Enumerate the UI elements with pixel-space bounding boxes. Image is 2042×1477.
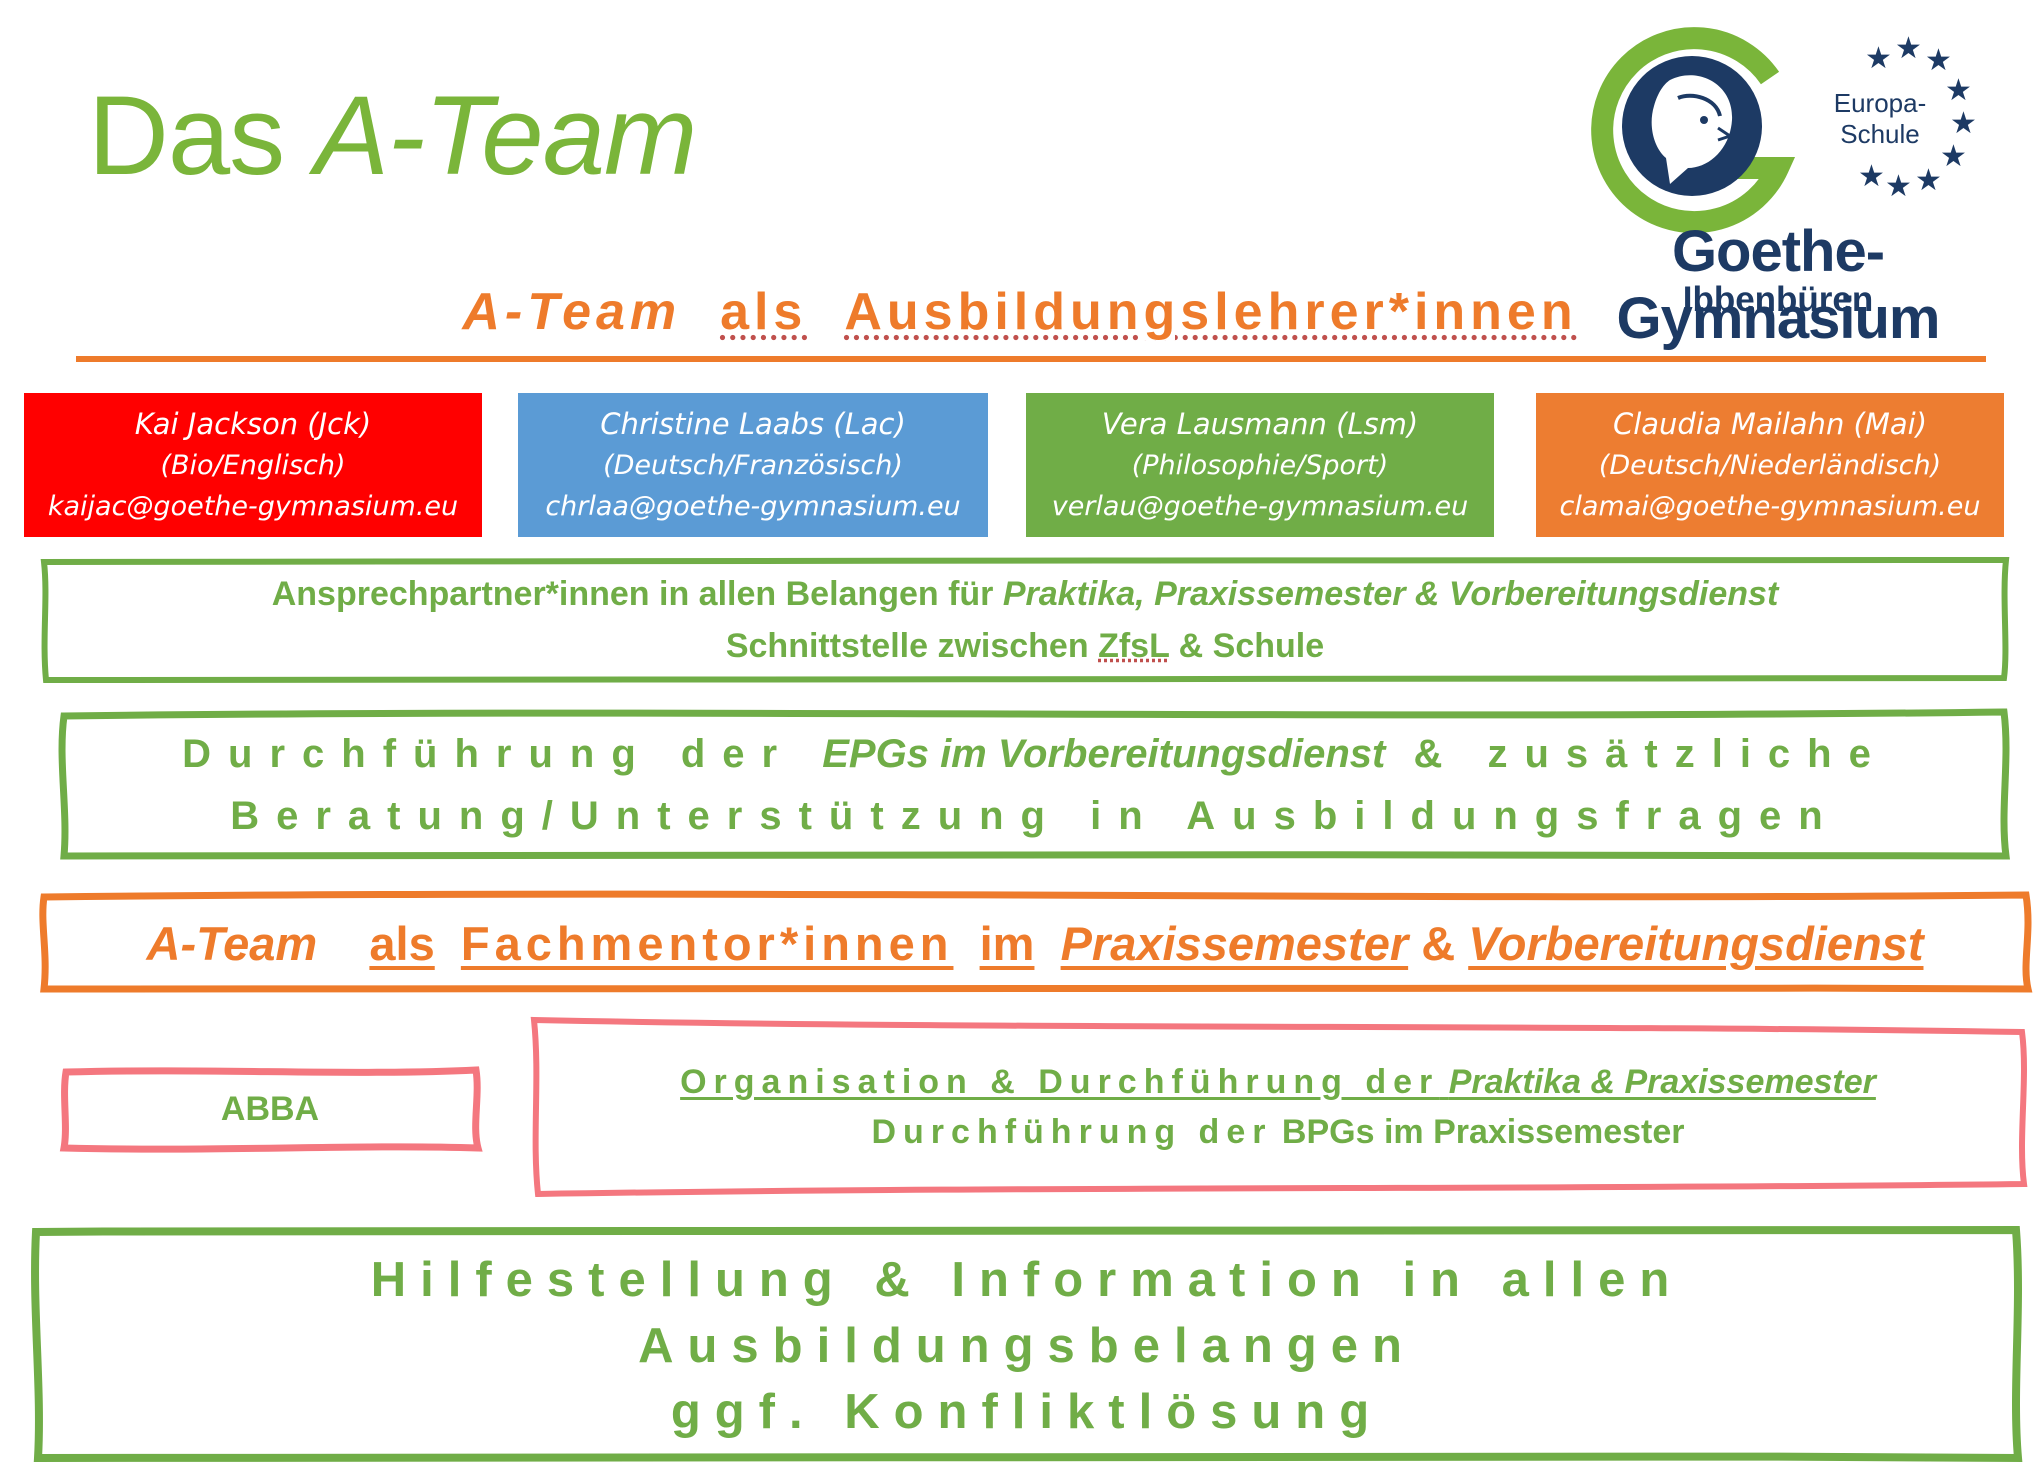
school-town: Ibbenbüren <box>1682 280 1874 319</box>
member-name: Vera Lausmann (Lsm) <box>1101 406 1419 441</box>
box3-praxissemester: Praxissemester <box>1060 916 1409 970</box>
svg-text:★: ★ <box>1950 106 1977 141</box>
member-card-mailahn: Claudia Mailahn (Mai) (Deutsch/Niederlän… <box>1536 393 2004 537</box>
box-organisation: Organisation & Durchführung der Praktika… <box>528 1016 2028 1198</box>
member-email[interactable]: verlau@goethe-gymnasium.eu <box>1051 490 1469 522</box>
svg-text:★: ★ <box>1885 169 1912 204</box>
box3-vorbereitungsdienst: Vorbereitungsdienst <box>1468 916 1924 970</box>
section-heading-ausbildungslehrer: A-Team als Ausbildungslehrer*innen <box>60 282 1980 342</box>
box1-line1-italic: Praktika, Praxissemester & Vorbereitungs… <box>1002 575 1779 613</box>
section1-als: als <box>720 283 808 341</box>
box5-line2-spaced: Durchführung der <box>871 1113 1273 1151</box>
box3-amp: & <box>1421 916 1456 970</box>
member-card-lausmann: Vera Lausmann (Lsm) (Philosophie/Sport) … <box>1026 393 1494 537</box>
box-abba: ABBA <box>59 1066 483 1153</box>
box6-line3: ggf. Konfliktlösung <box>670 1385 1384 1439</box>
member-email[interactable]: clamai@goethe-gymnasium.eu <box>1559 490 1981 522</box>
box2-line1-a: Durchführung der <box>182 732 795 776</box>
box2-line1-italic: EPGs im Vorbereitungsdienst <box>822 732 1386 776</box>
box2-line2: Beratung/Unterstützung in Ausbildungsfra… <box>230 794 1840 838</box>
box-hilfestellung: Hilfestellung & Information in allen Aus… <box>31 1225 2023 1464</box>
abba-label: ABBA <box>220 1089 320 1128</box>
svg-text:★: ★ <box>1925 43 1952 78</box>
member-email[interactable]: kaijac@goethe-gymnasium.eu <box>47 490 459 522</box>
box1-line2-zfsl: ZfsL <box>1098 627 1170 665</box>
member-name: Kai Jackson (Jck) <box>134 406 372 441</box>
title-plain: Das <box>88 73 285 198</box>
member-card-laabs: Christine Laabs (Lac) (Deutsch/Französis… <box>518 393 988 537</box>
box1-line2-a: Schnittstelle zwischen <box>725 627 1089 665</box>
school-logo: ★★★ ★★★ ★★★ Europa- Schule <box>1520 18 2040 318</box>
page-title: Das A-Team <box>88 80 697 192</box>
box3-als: als <box>369 916 435 970</box>
box6-line1: Hilfestellung & Information in allen <box>370 1253 1684 1307</box>
eu-stars-icon: ★★★ ★★★ ★★★ <box>1858 31 1977 204</box>
school-name: Goethe-Gymnasium <box>1616 219 1941 351</box>
svg-text:★: ★ <box>1858 159 1885 194</box>
member-subjects: (Philosophie/Sport) <box>1131 449 1389 481</box>
member-subjects: (Bio/Englisch) <box>160 449 346 481</box>
box-ansprechpartner: Ansprechpartner*innen in allen Belangen … <box>40 556 2010 684</box>
member-name: Christine Laabs (Lac) <box>600 406 906 441</box>
box6-line2: Ausbildungsbelangen <box>638 1319 1416 1373</box>
member-subjects: (Deutsch/Französisch) <box>603 449 903 481</box>
svg-text:★: ★ <box>1915 163 1942 198</box>
section1-role: Ausbildungslehrer*innen <box>844 283 1578 341</box>
box5-line1-italic: Praktika & Praxissemester <box>1448 1063 1876 1101</box>
box-fachmentor: A-Team als Fachmentor*innen im Praxissem… <box>39 890 2033 995</box>
title-italic: A-Team <box>314 73 697 198</box>
box5-line1-spaced: Organisation & Durchführung der <box>680 1063 1440 1101</box>
box3-team: A-Team <box>146 916 318 970</box>
section1-team: A-Team <box>462 283 682 341</box>
box5-line2-plain: BPGs im Praxissemester <box>1281 1113 1685 1151</box>
svg-text:★: ★ <box>1895 31 1922 66</box>
logo-badge-line1: Europa- <box>1833 88 1927 118</box>
box1-line1-plain: Ansprechpartner*innen in allen Belangen … <box>271 575 994 613</box>
svg-text:★: ★ <box>1865 41 1892 76</box>
member-name: Claudia Mailahn (Mai) <box>1612 406 1928 441</box>
logo-badge-line2: Schule <box>1840 119 1920 149</box>
box3-im: im <box>979 916 1035 970</box>
svg-text:★: ★ <box>1945 73 1972 108</box>
member-card-jackson: Kai Jackson (Jck) (Bio/Englisch) kaijac@… <box>24 393 482 537</box>
member-email[interactable]: chrlaa@goethe-gymnasium.eu <box>545 490 961 522</box>
member-subjects: (Deutsch/Niederländisch) <box>1598 449 1942 481</box>
box-epgs: Durchführung der EPGs im Vorbereitungsdi… <box>58 708 2010 862</box>
section-divider <box>76 356 1986 362</box>
box2-line1-b: & zusätzliche <box>1413 732 1888 776</box>
box3-role: Fachmentor*innen <box>460 916 954 970</box>
svg-text:★: ★ <box>1940 139 1967 174</box>
box1-line2-c: & Schule <box>1178 627 1325 665</box>
